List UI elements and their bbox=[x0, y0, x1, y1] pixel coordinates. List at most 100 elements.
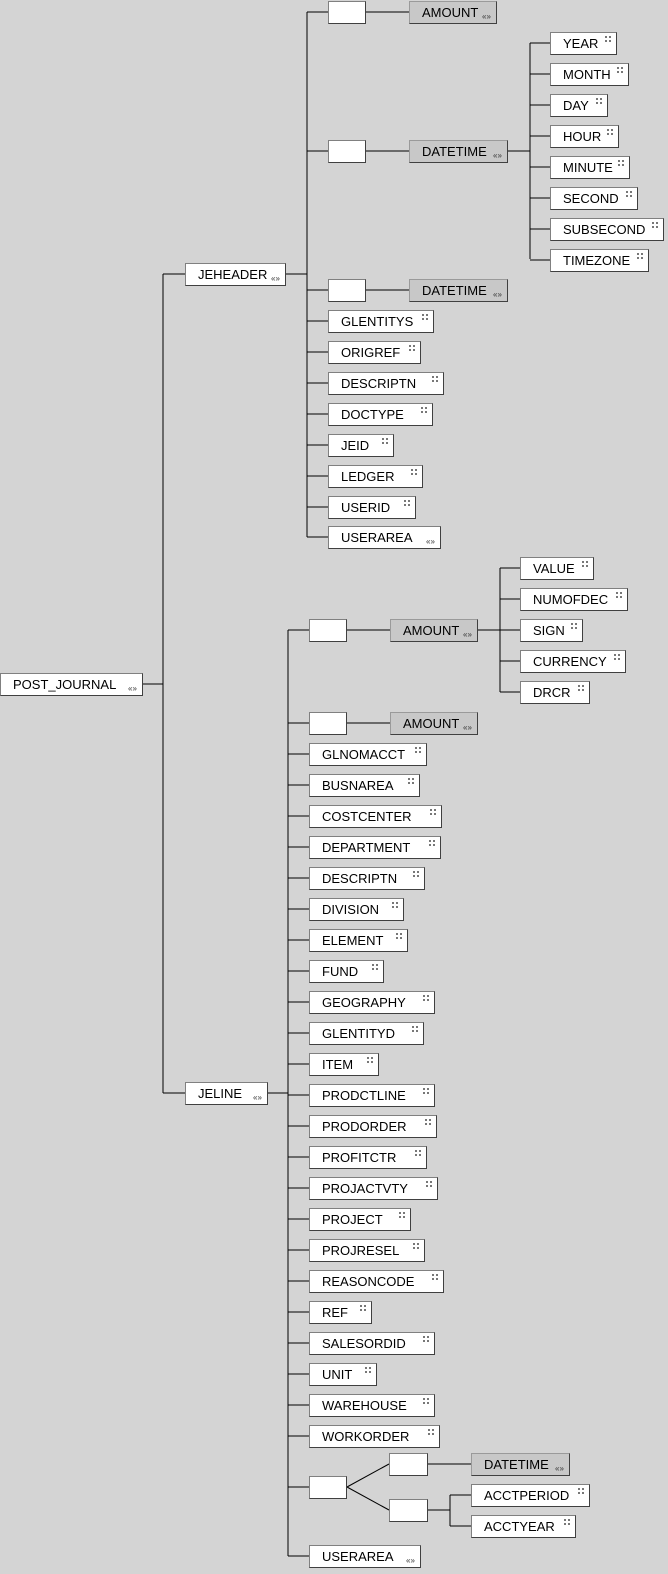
node-jeheader-datetime[interactable]: DATETIME«» bbox=[409, 140, 508, 163]
node-jeheader-ledger[interactable]: LEDGER bbox=[328, 465, 423, 488]
leaf-element-icon bbox=[431, 375, 439, 383]
node-amount-sign[interactable]: SIGN bbox=[520, 619, 583, 642]
node-datetime-year[interactable]: YEAR bbox=[550, 32, 617, 55]
node-amount-drcr[interactable]: DRCR bbox=[520, 681, 590, 704]
node-jeheader-doctype[interactable]: DOCTYPE bbox=[328, 403, 433, 426]
node-datetime-year-label: YEAR bbox=[563, 36, 599, 51]
node-jeline-warehouse[interactable]: WAREHOUSE bbox=[309, 1394, 435, 1417]
node-jeline-geography-label: GEOGRAPHY bbox=[322, 995, 406, 1010]
leaf-element-icon bbox=[411, 1025, 419, 1033]
node-datetime-month[interactable]: MONTH bbox=[550, 63, 629, 86]
node-jeline-unit[interactable]: UNIT bbox=[309, 1363, 377, 1386]
node-jeline-profitctr[interactable]: PROFITCTR bbox=[309, 1146, 427, 1169]
node-jeheader-userarea[interactable]: USERAREA«» bbox=[328, 526, 441, 549]
node-datetime-day[interactable]: DAY bbox=[550, 94, 608, 117]
node-jeline-userarea[interactable]: USERAREA«» bbox=[309, 1545, 421, 1568]
node-jeline-amount[interactable]: AMOUNT«» bbox=[390, 619, 478, 642]
node-jeline-unit-label: UNIT bbox=[322, 1367, 353, 1382]
node-jeline-project[interactable]: PROJECT bbox=[309, 1208, 411, 1231]
node-jeline-item-label: ITEM bbox=[322, 1057, 354, 1072]
leaf-element-icon bbox=[581, 560, 589, 568]
leaf-element-icon bbox=[422, 1087, 430, 1095]
leaf-element-icon bbox=[428, 839, 436, 847]
node-jeline-ref-label: REF bbox=[322, 1305, 348, 1320]
node-jeline-amount-2[interactable]: AMOUNT«» bbox=[390, 712, 478, 735]
node-jeheader-compositor-3[interactable] bbox=[328, 279, 366, 302]
node-jeline-fund[interactable]: FUND bbox=[309, 960, 384, 983]
leaf-element-icon bbox=[613, 653, 621, 661]
node-jeline-workorder[interactable]: WORKORDER bbox=[309, 1425, 440, 1448]
node-jeline-compositor-1[interactable] bbox=[309, 619, 347, 642]
expand-icon: «» bbox=[463, 630, 472, 639]
node-jeline-projactvty[interactable]: PROJACTVTY bbox=[309, 1177, 438, 1200]
node-jeheader-userid[interactable]: USERID bbox=[328, 496, 416, 519]
leaf-element-icon bbox=[412, 870, 420, 878]
node-jeline-ref[interactable]: REF bbox=[309, 1301, 372, 1324]
node-amount-numofdec-label: NUMOFDEC bbox=[533, 592, 609, 607]
leaf-element-icon bbox=[563, 1518, 571, 1526]
node-jeheader-amount[interactable]: AMOUNT«» bbox=[409, 1, 497, 24]
node-jeline-fund-label: FUND bbox=[322, 964, 359, 979]
node-datetime-hour[interactable]: HOUR bbox=[550, 125, 619, 148]
node-jeline-salesordid[interactable]: SALESORDID bbox=[309, 1332, 435, 1355]
node-jeline-glentityd[interactable]: GLENTITYD bbox=[309, 1022, 424, 1045]
node-jeline-division-label: DIVISION bbox=[322, 902, 380, 917]
leaf-element-icon bbox=[424, 1118, 432, 1126]
node-jeheader-datetime-2-label: DATETIME bbox=[422, 283, 487, 298]
node-jeline-choice-seq-2[interactable] bbox=[389, 1499, 428, 1522]
node-jeline-projresel[interactable]: PROJRESEL bbox=[309, 1239, 425, 1262]
node-jeline-choice[interactable] bbox=[309, 1476, 347, 1499]
node-datetime-minute[interactable]: MINUTE bbox=[550, 156, 630, 179]
node-amount-sign-label: SIGN bbox=[533, 623, 565, 638]
node-jeline-acctperiod[interactable]: ACCTPERIOD bbox=[471, 1484, 590, 1507]
expand-icon: «» bbox=[253, 1093, 262, 1102]
node-jeheader-jeid-label: JEID bbox=[341, 438, 370, 453]
node-jeline-amount-label: AMOUNT bbox=[403, 623, 460, 638]
node-jeheader-compositor-2[interactable] bbox=[328, 140, 366, 163]
node-jeline-reasoncode[interactable]: REASONCODE bbox=[309, 1270, 444, 1293]
node-jeline-descriptn[interactable]: DESCRIPTN bbox=[309, 867, 425, 890]
node-jeheader-userarea-label: USERAREA bbox=[341, 530, 413, 545]
node-amount-value[interactable]: VALUE bbox=[520, 557, 594, 580]
node-jeline-geography[interactable]: GEOGRAPHY bbox=[309, 991, 435, 1014]
node-jeline-prodctline[interactable]: PRODCTLINE bbox=[309, 1084, 435, 1107]
node-datetime-month-label: MONTH bbox=[563, 67, 611, 82]
node-jeline-division[interactable]: DIVISION bbox=[309, 898, 404, 921]
node-datetime-second[interactable]: SECOND bbox=[550, 187, 638, 210]
node-jeline-element[interactable]: ELEMENT bbox=[309, 929, 408, 952]
node-jeline-acctyear-label: ACCTYEAR bbox=[484, 1519, 555, 1534]
node-jeheader-userid-label: USERID bbox=[341, 500, 391, 515]
node-datetime-timezone[interactable]: TIMEZONE bbox=[550, 249, 649, 272]
node-jeline-costcenter[interactable]: COSTCENTER bbox=[309, 805, 442, 828]
node-jeline-busnarea[interactable]: BUSNAREA bbox=[309, 774, 420, 797]
node-amount-numofdec[interactable]: NUMOFDEC bbox=[520, 588, 628, 611]
node-jeline-prodorder[interactable]: PRODORDER bbox=[309, 1115, 437, 1138]
leaf-element-icon bbox=[403, 499, 411, 507]
node-jeline-department[interactable]: DEPARTMENT bbox=[309, 836, 441, 859]
node-jeline[interactable]: JELINE«» bbox=[185, 1082, 268, 1105]
node-datetime-day-label: DAY bbox=[563, 98, 589, 113]
node-jeline-item[interactable]: ITEM bbox=[309, 1053, 379, 1076]
node-jeheader-datetime-2[interactable]: DATETIME«» bbox=[409, 279, 508, 302]
node-jeline-compositor-2[interactable] bbox=[309, 712, 347, 735]
node-jeline-datetime[interactable]: DATETIME«» bbox=[471, 1453, 570, 1476]
node-post-journal[interactable]: POST_JOURNAL«» bbox=[0, 673, 143, 696]
node-jeline-acctyear[interactable]: ACCTYEAR bbox=[471, 1515, 576, 1538]
node-jeline-costcenter-label: COSTCENTER bbox=[322, 809, 412, 824]
leaf-element-icon bbox=[615, 591, 623, 599]
node-datetime-subsecond[interactable]: SUBSECOND bbox=[550, 218, 664, 241]
node-jeline-descriptn-label: DESCRIPTN bbox=[322, 871, 398, 886]
node-jeheader-descriptn[interactable]: DESCRIPTN bbox=[328, 372, 444, 395]
leaf-element-icon bbox=[366, 1056, 374, 1064]
node-amount-currency[interactable]: CURRENCY bbox=[520, 650, 626, 673]
node-jeline-userarea-label: USERAREA bbox=[322, 1549, 394, 1564]
node-jeline-glnomacct[interactable]: GLNOMACCT bbox=[309, 743, 427, 766]
node-jeline-choice-seq-1[interactable] bbox=[389, 1453, 428, 1476]
node-jeheader-origref-label: ORIGREF bbox=[341, 345, 401, 360]
node-jeheader-compositor-1[interactable] bbox=[328, 1, 366, 24]
node-jeheader-glentitys[interactable]: GLENTITYS bbox=[328, 310, 434, 333]
node-jeheader-origref[interactable]: ORIGREF bbox=[328, 341, 421, 364]
node-jeheader-jeid[interactable]: JEID bbox=[328, 434, 394, 457]
leaf-element-icon bbox=[407, 777, 415, 785]
node-jeheader[interactable]: JEHEADER«» bbox=[185, 263, 286, 286]
